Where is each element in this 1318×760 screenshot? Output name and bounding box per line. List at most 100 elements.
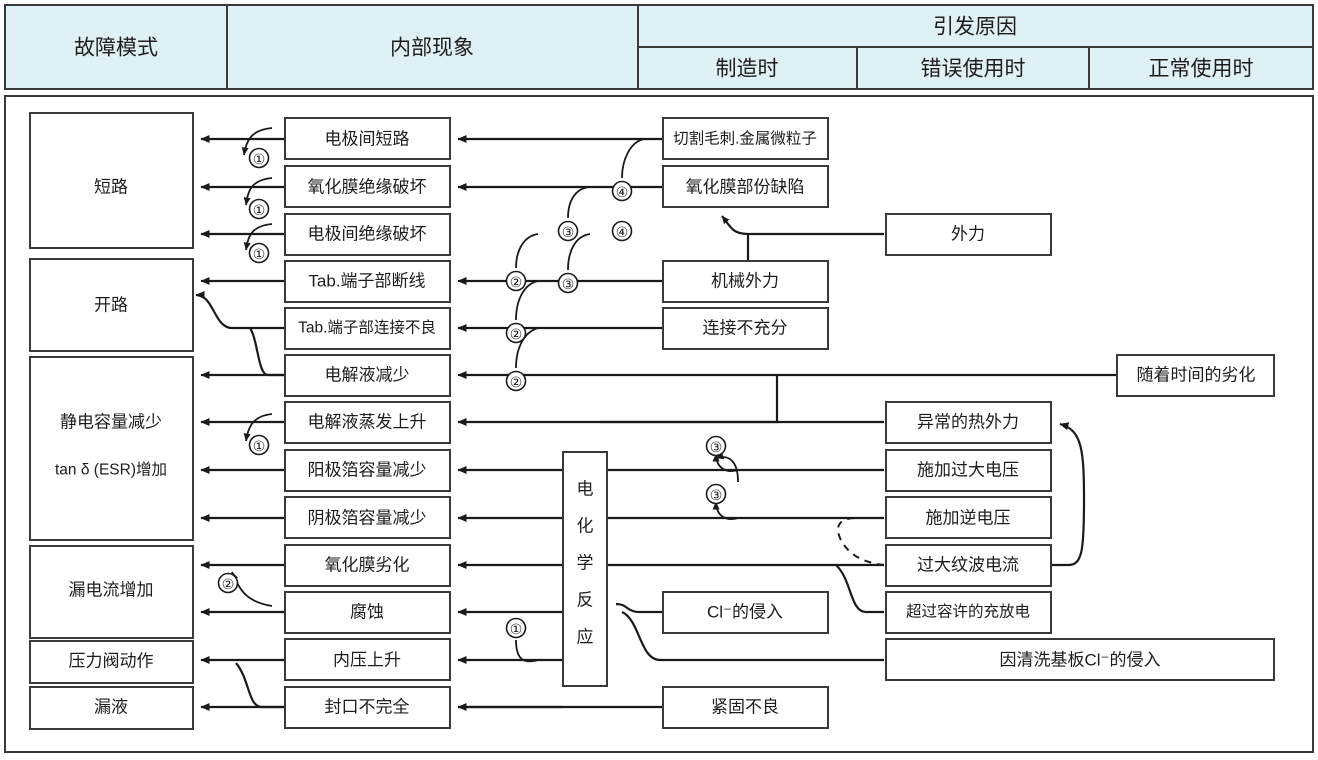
marker-circle: [611, 220, 633, 242]
marker-circle: [217, 572, 239, 594]
marker-circle: [557, 220, 579, 242]
marker-14: ③: [705, 483, 727, 505]
phenomenon-label-8: 阳极箔容量减少: [308, 461, 427, 480]
marker-circle: [557, 272, 579, 294]
phenomenon-box-6[interactable]: [284, 354, 451, 397]
marker-circle: [611, 180, 633, 202]
marker-circle: [248, 198, 270, 220]
cause-box-manufacture-1[interactable]: [662, 117, 829, 160]
fault-mode-label-leakage-liquid: 漏液: [94, 698, 128, 717]
phenomenon-box-2[interactable]: [284, 165, 451, 208]
internal-phenomena-column: 电极间短路 氧化膜绝缘破坏 电极间绝缘破坏 Tab.端子部断线 Tab.端子部连…: [284, 117, 451, 729]
table-header: 故障模式 内部现象 引发原因 制造时 错误使用时 正常使用时: [4, 4, 1314, 90]
phenomenon-box-5[interactable]: [284, 307, 451, 350]
phenomenon-box-1[interactable]: [284, 117, 451, 160]
cause-box-misuse-4[interactable]: [885, 496, 1052, 539]
phenomenon-box-9[interactable]: [284, 496, 451, 539]
cause-label-misuse-3: 施加过大电压: [917, 461, 1019, 480]
reaction-char-1: 电: [577, 480, 594, 499]
marker-label: ②: [510, 326, 523, 342]
marker-label: ③: [562, 224, 575, 240]
cause-label-manufacture-1: 切割毛刺.金属微粒子: [673, 130, 817, 148]
marker-7: ②: [505, 322, 527, 344]
cause-box-manufacture-2[interactable]: [662, 165, 829, 208]
marker-label: ③: [562, 276, 575, 292]
fault-mode-box-pressure-valve[interactable]: [29, 640, 194, 684]
fault-mode-box-short[interactable]: [29, 112, 194, 249]
reaction-char-3: 学: [577, 554, 594, 573]
cause-box-misuse-3[interactable]: [885, 449, 1052, 492]
marker-circle: [248, 434, 270, 456]
phenomenon-label-9: 阴极箔容量减少: [308, 509, 427, 528]
cause-box-misuse-7[interactable]: [885, 638, 1275, 681]
header-label-causes: 引发原因: [933, 16, 1017, 39]
electrochemical-reaction-group: 电 化 学 反 应: [562, 451, 608, 687]
fault-mode-box-leakage-liquid[interactable]: [29, 686, 194, 730]
cause-box-misuse-6[interactable]: [885, 591, 1052, 634]
marker-circle: [505, 617, 527, 639]
phenomenon-label-4: Tab.端子部断线: [308, 272, 425, 291]
electrochemical-reaction-box[interactable]: [562, 451, 608, 687]
phenomenon-box-4[interactable]: [284, 260, 451, 303]
causes-misuse-column: 外力 异常的热外力 施加过大电压 施加逆电压 过大纹波电流 超过容许的充放电 因…: [885, 213, 1275, 681]
cause-box-manufacture-4[interactable]: [662, 307, 829, 350]
cause-label-manufacture-2: 氧化膜部份缺陷: [686, 178, 805, 197]
header-cell-fault-mode: [4, 4, 228, 90]
header-label-normal: 正常使用时: [1149, 58, 1254, 81]
reaction-char-2: 化: [577, 517, 594, 536]
causes-manufacture-column: 切割毛刺.金属微粒子 氧化膜部份缺陷 机械外力 连接不充分 Cl⁻的侵入 紧固不…: [662, 117, 829, 729]
phenomenon-label-12: 内压上升: [333, 651, 401, 670]
marker-label: ④: [616, 224, 629, 240]
phenomenon-box-11[interactable]: [284, 591, 451, 634]
reaction-char-4: 反: [577, 591, 594, 610]
cause-label-misuse-2: 异常的热外力: [917, 413, 1019, 432]
cause-box-misuse-2[interactable]: [885, 401, 1052, 444]
marker-label: ①: [253, 151, 266, 167]
phenomenon-label-13: 封口不完全: [325, 698, 410, 717]
cause-label-misuse-6: 超过容许的充放电: [906, 603, 1030, 621]
marker-label: ④: [616, 184, 629, 200]
fault-mode-label-pressure-valve: 压力阀动作: [69, 652, 154, 671]
fault-mode-label-short: 短路: [94, 178, 128, 197]
marker-5: ②: [217, 572, 239, 594]
marker-circle: [248, 147, 270, 169]
phenomenon-box-10[interactable]: [284, 544, 451, 587]
marker-12: ④: [611, 220, 633, 242]
marker-label: ③: [710, 439, 723, 455]
marker-4: ①: [248, 434, 270, 456]
causes-normal-column: 随着时间的劣化: [1116, 354, 1275, 397]
header-label-internal: 内部现象: [390, 37, 474, 60]
phenomenon-box-3[interactable]: [284, 213, 451, 256]
phenomenon-box-8[interactable]: [284, 449, 451, 492]
marker-label: ②: [222, 576, 235, 592]
marker-13: ③: [705, 435, 727, 457]
fault-mode-label-capacitance-drop: 静电容量减少: [60, 413, 162, 432]
fault-mode-box-leakage-current[interactable]: [29, 545, 194, 639]
header-label-manufacture: 制造时: [716, 58, 779, 81]
phenomenon-label-5: Tab.端子部连接不良: [298, 319, 436, 337]
marker-6: ②: [505, 270, 527, 292]
header-label-fault-mode: 故障模式: [74, 37, 158, 60]
phenomenon-box-13[interactable]: [284, 686, 451, 729]
fault-mode-box-capacitance[interactable]: [29, 356, 194, 541]
phenomenon-label-7: 电解液蒸发上升: [308, 413, 427, 432]
phenomenon-label-10: 氧化膜劣化: [325, 556, 410, 575]
marker-3: ①: [248, 242, 270, 264]
cause-box-manufacture-6[interactable]: [662, 686, 829, 729]
fault-mode-box-open[interactable]: [29, 258, 194, 352]
phenomenon-label-2: 氧化膜绝缘破坏: [308, 178, 427, 197]
cause-label-misuse-7: 因清洗基板Cl⁻的侵入: [999, 651, 1160, 670]
cause-box-manufacture-3[interactable]: [662, 260, 829, 303]
marker-2: ①: [248, 198, 270, 220]
cause-box-manufacture-5[interactable]: [662, 591, 829, 634]
marker-circle: [505, 270, 527, 292]
fault-mode-label-leakage-current: 漏电流增加: [69, 581, 154, 600]
cause-box-misuse-1[interactable]: [885, 213, 1052, 256]
marker-label: ②: [510, 374, 523, 390]
cause-box-normal-1[interactable]: [1116, 354, 1275, 397]
phenomenon-box-12[interactable]: [284, 638, 451, 681]
phenomenon-box-7[interactable]: [284, 401, 451, 444]
cause-box-misuse-5[interactable]: [885, 544, 1052, 587]
header-cell-normal: [1088, 46, 1314, 90]
